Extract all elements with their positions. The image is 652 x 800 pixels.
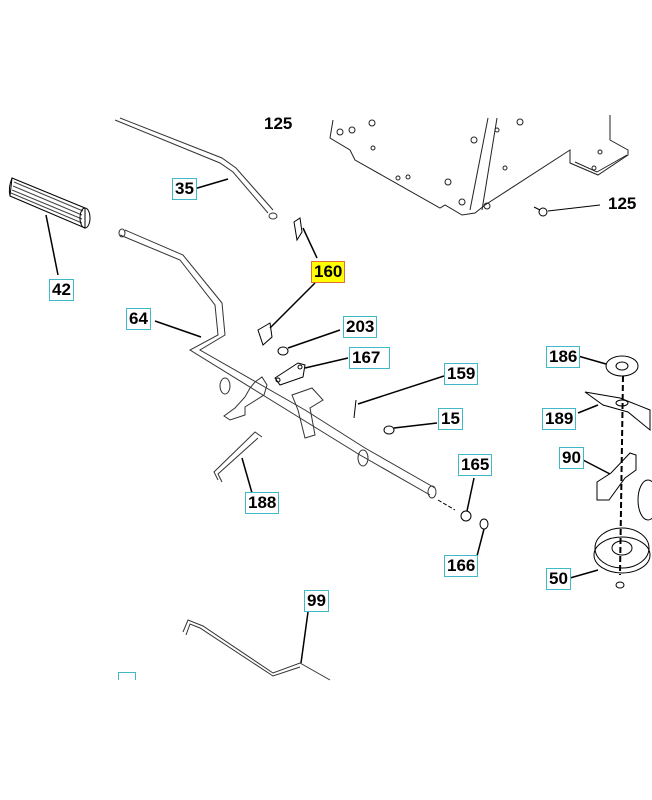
bolt-125: [533, 204, 601, 217]
callout-125-top[interactable]: 125: [264, 114, 293, 133]
callout-15[interactable]: 15: [438, 408, 463, 430]
bracket-90: [582, 452, 652, 521]
washer-15: [383, 422, 438, 435]
callout-166[interactable]: 166: [444, 555, 479, 577]
washer-203: [277, 329, 341, 356]
idler-pulley-186: [577, 355, 639, 377]
callout-125[interactable]: 125: [608, 194, 637, 213]
callout-188[interactable]: 188: [245, 492, 280, 514]
callout-167[interactable]: 167: [349, 347, 391, 369]
grip-42: [8, 177, 91, 276]
callout-64[interactable]: 64: [126, 308, 151, 330]
callout-165[interactable]: 165: [458, 454, 493, 476]
callout-35[interactable]: 35: [172, 178, 197, 200]
callout-50[interactable]: 50: [546, 568, 571, 590]
callout-189[interactable]: 189: [542, 408, 577, 430]
chassis-panel: [329, 115, 629, 216]
callout-99[interactable]: 99: [304, 590, 329, 612]
callout-42[interactable]: 42: [49, 279, 74, 301]
pulley-50: [569, 527, 651, 589]
pedal-rod-64: [118, 228, 437, 499]
callout-160[interactable]: 160: [311, 261, 346, 283]
arm-189: [577, 391, 651, 432]
shaft-brackets: [223, 376, 324, 439]
rod-35: [114, 117, 278, 220]
callout-186[interactable]: 186: [546, 346, 581, 368]
callout-203[interactable]: 203: [343, 316, 378, 338]
rod-99: [182, 611, 331, 681]
callout-159[interactable]: 159: [444, 363, 479, 385]
assembly-axis: [619, 375, 624, 576]
washer-166: [476, 518, 489, 557]
pin-159: [353, 375, 445, 419]
clips-160: [257, 217, 318, 346]
rod-188: [213, 431, 263, 494]
link-167: [274, 357, 349, 386]
callout-clipped[interactable]: [118, 672, 136, 680]
nut-165: [437, 477, 475, 522]
callout-90[interactable]: 90: [559, 447, 584, 469]
